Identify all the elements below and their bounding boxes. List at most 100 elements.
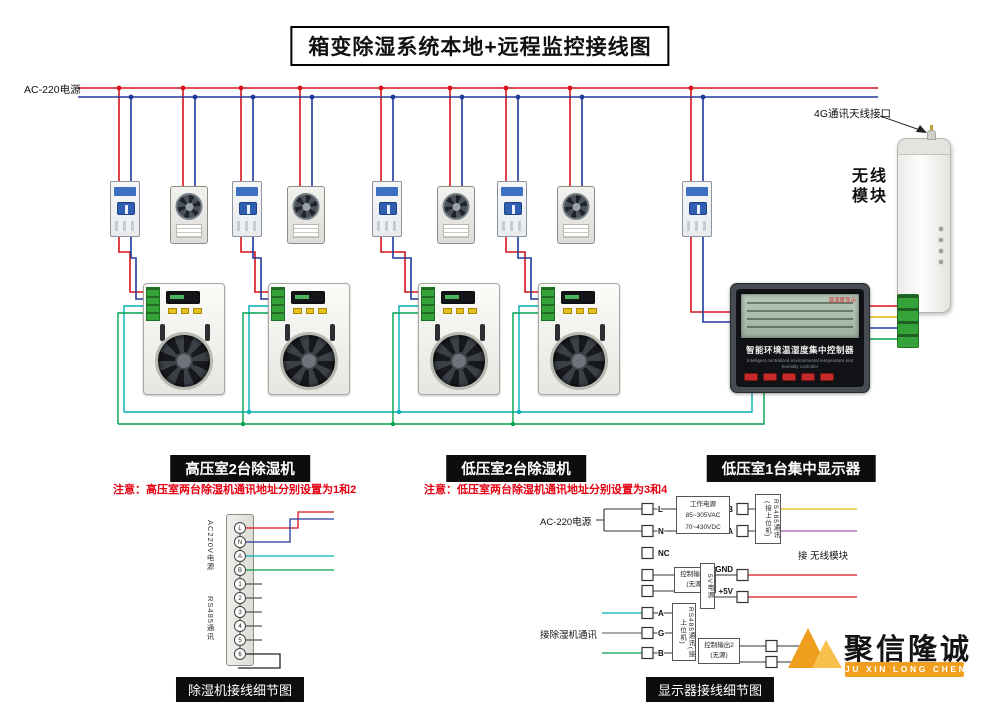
section-label-display: 低压室1台集中显示器 — [706, 455, 876, 482]
terminal-block — [271, 287, 285, 321]
display-detail-black-wires — [596, 508, 807, 668]
caption-display-detail: 显示器接线细节图 — [645, 677, 775, 702]
vent — [600, 324, 605, 341]
fan — [280, 332, 338, 390]
vent — [160, 324, 165, 341]
terminal-label: A — [658, 609, 664, 618]
fan-nameplate — [443, 224, 469, 238]
fan — [155, 332, 213, 390]
circuit-breaker-3 — [372, 181, 402, 237]
dehumidifier-detail-terminals — [234, 522, 246, 660]
terminal-block — [421, 287, 435, 321]
controller-corner-label: 温湿度显示 — [828, 298, 856, 304]
controller-title: 智能环境温湿度集中控制器 — [745, 345, 854, 355]
unit-display — [441, 291, 475, 304]
vent — [205, 324, 210, 341]
terminal-label: B — [727, 505, 733, 514]
display-detail-terminal-labels: L N NC A G B B A GND +5V — [657, 504, 735, 659]
axial-fan-4 — [557, 186, 595, 244]
terminal-label: N — [658, 527, 664, 536]
terminal-block — [541, 287, 555, 321]
section-label-low-voltage: 低压室2台除湿机 — [446, 455, 586, 482]
terminal-label: 5 — [238, 638, 242, 644]
terminal-label: 2 — [238, 596, 242, 602]
terminal-label: 3 — [238, 610, 242, 616]
module-terminal-block — [897, 294, 919, 348]
mountain-triangle-small — [812, 640, 842, 668]
terminal-label: 4 — [238, 624, 242, 630]
note-high-voltage: 注意：高压室两台除湿机通讯地址分别设置为1和2 — [113, 484, 357, 496]
unit-buttons — [563, 308, 598, 314]
dehumidifier-detail-terminal-labels: L N A B 1 2 3 4 5 6 — [238, 526, 243, 658]
terminal-label: N — [238, 540, 242, 546]
controller-module-wires — [870, 316, 897, 340]
ac-power-label: AC-220电源 — [24, 84, 81, 96]
working-power-line: 85~305VAC — [685, 512, 721, 520]
breaker-handle — [239, 202, 257, 215]
neutral-junction-dots — [128, 94, 706, 100]
fan — [550, 332, 608, 390]
terminal-label: +5V — [719, 587, 734, 596]
brand-name: 聚信隆诚 — [844, 634, 973, 666]
dehumidifier-4 — [538, 283, 620, 395]
wireless-module-label: 无线模块 — [851, 168, 888, 205]
wireless-module — [897, 125, 951, 348]
terminal-label: GND — [715, 565, 733, 574]
circuit-breaker-1 — [110, 181, 140, 237]
breaker-handle — [689, 202, 707, 215]
fan-nameplate — [176, 224, 202, 238]
controller-buttons — [744, 373, 834, 381]
rs485-box-left: RS485通讯(接上位机) — [672, 603, 696, 661]
fan-nameplate — [293, 224, 319, 238]
detail-comm-label: 接除湿机通讯 — [540, 630, 598, 641]
terminal-label: G — [658, 629, 664, 638]
unit-display — [561, 291, 595, 304]
unit-buttons — [168, 308, 203, 314]
unit-display — [291, 291, 325, 304]
section-label-high-voltage: 高压室2台除湿机 — [170, 455, 310, 482]
circuit-breaker-4 — [497, 181, 527, 237]
fan-nameplate — [563, 224, 589, 238]
dehumidifier-1 — [143, 283, 225, 395]
side-label-comm: RS485通讯 — [206, 596, 215, 641]
terminal-block — [146, 287, 160, 321]
breaker-handle — [379, 202, 397, 215]
display-detail-colored-wires — [602, 508, 857, 654]
note-low-voltage: 注意：低压室两台除湿机通讯地址分别设置为3和4 — [424, 484, 668, 496]
circuit-breaker-2 — [232, 181, 262, 237]
unit-buttons — [443, 308, 478, 314]
fan-icon — [442, 193, 470, 220]
vent — [435, 324, 440, 341]
fan-icon — [175, 193, 203, 220]
vent — [285, 324, 290, 341]
antenna-port-label: 4G通讯天线接口 — [814, 108, 892, 120]
fan — [430, 332, 488, 390]
live-junction-dots — [116, 85, 694, 91]
module-indicator-leds — [939, 227, 943, 264]
axial-fan-3 — [437, 186, 475, 244]
breaker-handle — [117, 202, 135, 215]
brand-subtitle: JU XIN LONG CHENG — [845, 662, 974, 677]
side-label-power: AC220V电源 — [206, 520, 215, 571]
dehumidifier-detail-wires — [238, 511, 334, 669]
vent — [480, 324, 485, 341]
terminal-label: NC — [658, 549, 670, 558]
terminal-label: 1 — [238, 582, 242, 588]
working-power-box: 工作电源 85~305VAC 70~430VDC — [676, 496, 730, 534]
controller-subtitle: Intelligent centralized environmental te… — [746, 358, 854, 369]
terminal-label: B — [658, 649, 664, 658]
power-5v-box: 5V电源 — [700, 563, 715, 609]
rs485-box-right: RS485通讯(接上位机) — [755, 494, 781, 544]
axial-fan-2 — [287, 186, 325, 244]
module-cap — [898, 139, 950, 155]
comm-a-junction-dots — [246, 409, 522, 415]
fan-icon — [562, 193, 590, 220]
comm-b-junction-dots — [240, 421, 516, 427]
breaker-handle — [504, 202, 522, 215]
axial-fan-1 — [170, 186, 208, 244]
unit-display — [166, 291, 200, 304]
terminal-label: L — [658, 505, 663, 514]
comm-a-wires — [123, 305, 753, 413]
page-title: 箱变除湿系统本地+远程监控接线图 — [290, 26, 670, 66]
